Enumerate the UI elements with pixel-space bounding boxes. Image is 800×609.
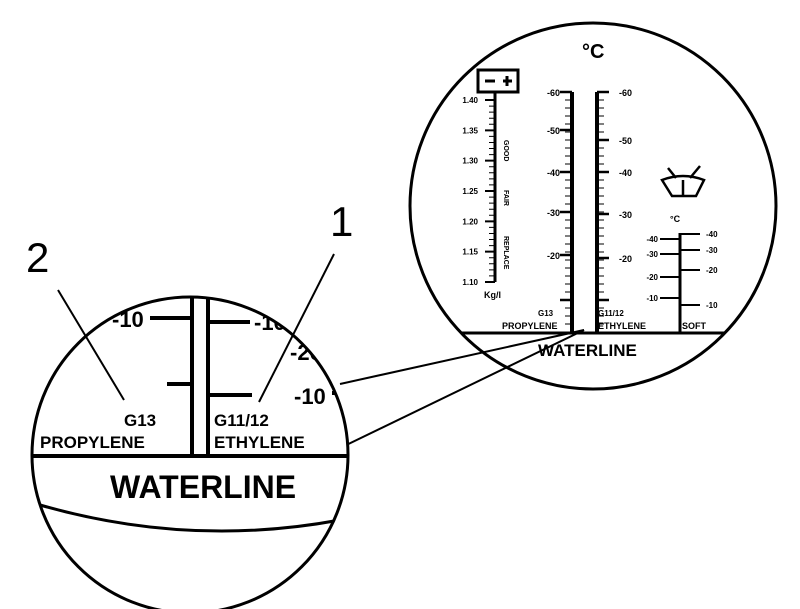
zone-good: GOOD	[502, 140, 509, 161]
scope-soft-label: SOFT	[682, 321, 707, 331]
scope-ethylene-label: ETHYLENE	[598, 321, 646, 331]
washer-right-tick-label: -10	[706, 301, 718, 310]
battery-tick-label: 1.30	[462, 157, 478, 166]
windshield-icon	[660, 165, 706, 198]
callout-1-leader	[258, 253, 335, 403]
zone-fair: FAIR	[502, 190, 509, 206]
zoom-left-tick-label: -10	[112, 307, 144, 332]
propylene-tick-label: -40	[547, 168, 560, 178]
battery-tick-label: 1.20	[462, 217, 478, 226]
scope-propylene-label: PROPYLENE	[502, 321, 558, 331]
ethylene-tick-label: -60	[619, 88, 632, 98]
callout-1: 1	[330, 198, 353, 245]
battery-unit: Kg/l	[484, 290, 501, 300]
washer-left-tick-label: -10	[646, 294, 658, 303]
propylene-tick-label: -60	[547, 88, 560, 98]
battery-tick-label: 1.25	[462, 187, 478, 196]
washer-right-tick-label: -20	[706, 266, 718, 275]
zoom-connector-lower	[335, 329, 585, 451]
celsius-header: °C	[582, 41, 604, 63]
battery-scale: 1.40 1.35 1.30 1.25 1.20 1.15 1.10 GOOD FAIR R…	[462, 68, 520, 300]
battery-tick-label: 1.40	[462, 96, 478, 105]
callout-2: 2	[26, 234, 49, 281]
washer-scale: °C -40 -30 -20 -10 -40 -30 -20 -10	[646, 165, 718, 333]
ethylene-tick-label: -40	[619, 168, 632, 178]
scope-view: 1.40 1.35 1.30 1.25 1.20 1.15 1.10 GOOD FAIR R…	[408, 21, 778, 391]
zoom-view: -10 -10 -20 -10 G13 PROPYLENE G11/12 ETH…	[30, 295, 350, 609]
scope-g1112-label: G11/12	[598, 309, 624, 318]
scope-waterline-label: WATERLINE	[538, 341, 637, 360]
propylene-tick-label: -20	[547, 251, 560, 261]
ethylene-tick-label: -30	[619, 210, 632, 220]
washer-unit: °C	[670, 214, 681, 224]
ethylene-tick-label: -50	[619, 136, 632, 146]
ethylene-tick-label: -20	[619, 254, 632, 264]
zone-replace: REPLACE	[502, 236, 509, 270]
battery-tick-label: 1.35	[462, 126, 478, 135]
scope-circle	[408, 21, 778, 391]
battery-tick-label: 1.15	[462, 248, 478, 257]
zoom-right-tick-label-mid: -20	[290, 340, 322, 365]
zoom-propylene-label: PROPYLENE	[40, 433, 145, 452]
zoom-waterline-label: WATERLINE	[110, 469, 296, 505]
washer-right-tick-label: -40	[706, 230, 718, 239]
zoom-ethylene-label: ETHYLENE	[214, 433, 305, 452]
washer-left-tick-label: -40	[646, 235, 658, 244]
washer-left-tick-label: -30	[646, 250, 658, 259]
propylene-tick-label: -50	[547, 126, 560, 136]
zoom-right-tick-label-lower: -10	[294, 384, 326, 409]
lens-edge	[39, 503, 341, 533]
propylene-tick-label: -30	[547, 208, 560, 218]
battery-tick-label: 1.10	[462, 278, 478, 287]
scope-g13-label: G13	[538, 309, 554, 318]
washer-left-tick-label: -20	[646, 273, 658, 282]
zoom-g13-label: G13	[124, 411, 156, 430]
zoom-connector-upper	[339, 329, 585, 385]
washer-right-tick-label: -30	[706, 246, 718, 255]
callout-2-leader	[57, 289, 125, 401]
battery-icon	[476, 68, 520, 94]
zoom-right-tick-label-upper: -10	[254, 310, 286, 335]
zoom-g1112-label: G11/12	[214, 411, 269, 430]
